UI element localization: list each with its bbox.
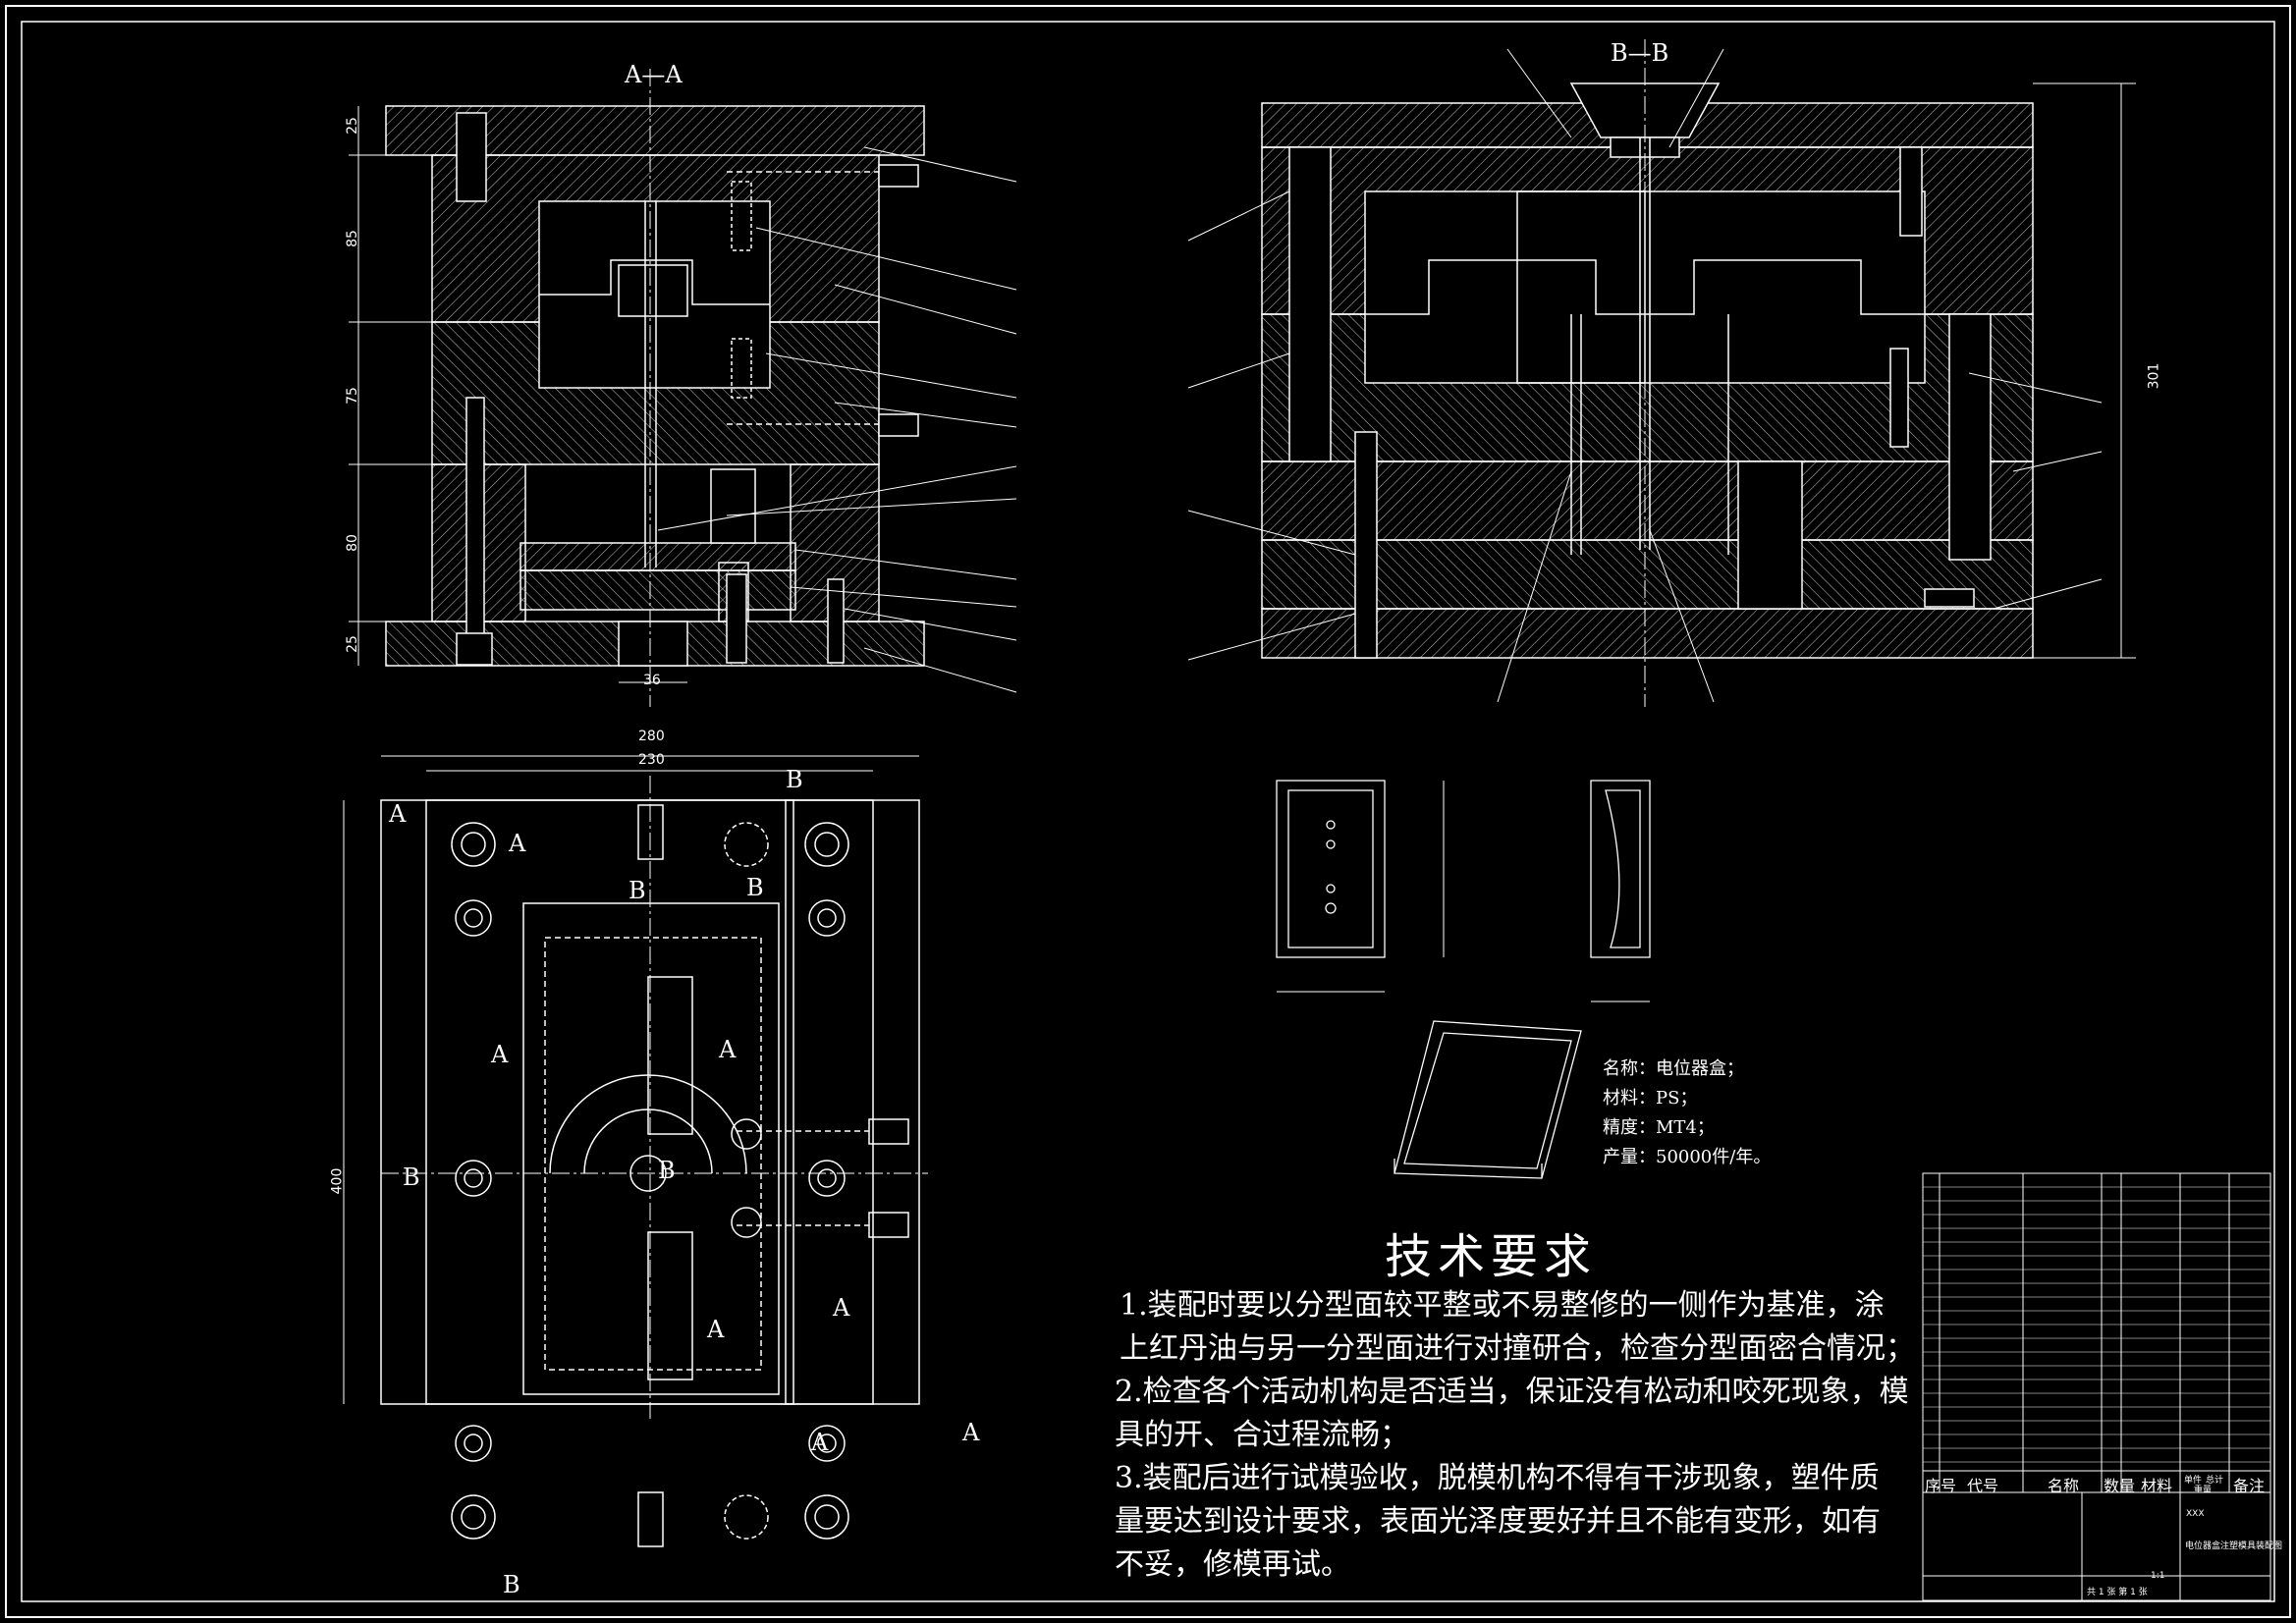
dim-80: 80: [344, 534, 360, 552]
marker-a-2: A: [509, 830, 526, 857]
part-output: 产量：50000件/年。: [1603, 1147, 1772, 1167]
marker-a-5: A: [707, 1316, 725, 1343]
dim-25-bottom: 25: [344, 635, 360, 653]
dim-301: 301: [2146, 362, 2162, 390]
part-material: 材料：PS；: [1603, 1088, 1698, 1109]
marker-a-1: A: [389, 800, 407, 828]
marker-b-1: B: [786, 766, 803, 793]
dim-36: 36: [643, 673, 661, 688]
title-block: [1922, 1172, 2271, 1601]
tb-header-code: 代号: [1967, 1477, 1999, 1495]
outer-frame: [5, 5, 2291, 1618]
tb-header-total: 总计: [2206, 1476, 2224, 1486]
marker-a-3: A: [491, 1041, 509, 1068]
marker-a-7: A: [811, 1429, 829, 1456]
marker-b-3: B: [746, 874, 764, 901]
marker-b-5: B: [658, 1157, 676, 1184]
part-name: 名称：电位器盒；: [1603, 1058, 1744, 1079]
marker-a-4: A: [719, 1036, 737, 1063]
marker-b-6: B: [503, 1571, 520, 1598]
section-label-aa: A—A: [625, 61, 683, 88]
plan-view: [343, 755, 928, 1547]
marker-a-8: A: [962, 1419, 980, 1446]
tb-header-material: 材料: [2141, 1477, 2173, 1495]
tech-requirement-line-3: 2.检查各个活动机构是否适当，保证没有松动和咬死现象，模: [1115, 1375, 1909, 1409]
section-bb-view: [1187, 39, 2136, 707]
marker-b-2: B: [629, 877, 646, 904]
section-label-bb: B—B: [1611, 39, 1669, 67]
section-aa-view: [349, 69, 1017, 707]
tb-sheet: 共 1 张 第 1 张: [2087, 1588, 2148, 1597]
tech-requirement-line-6: 量要达到设计要求，表面光泽度要好并且不能有变形，如有: [1115, 1504, 1881, 1539]
dim-25-top: 25: [344, 117, 360, 135]
dim-400: 400: [329, 1167, 346, 1195]
tb-scale: 1:1: [2151, 1571, 2165, 1581]
tb-header-weight: 重量: [2194, 1486, 2213, 1495]
part-drawings: [1276, 780, 1651, 1179]
tech-requirement-line-1: 1.装配时要以分型面较平整或不易整修的一侧作为基准，涂: [1120, 1288, 1885, 1323]
marker-b-4: B: [403, 1163, 420, 1191]
tb-drawing-title: 电位器盒注塑模具装配图: [2185, 1542, 2283, 1551]
dim-75: 75: [344, 387, 360, 405]
tb-header-seq: 序号: [1925, 1477, 1957, 1495]
tb-header-remark: 备注: [2233, 1477, 2266, 1495]
part-precision: 精度：MT4；: [1603, 1117, 1715, 1138]
dim-230: 230: [638, 752, 665, 768]
tech-requirement-line-4: 具的开、合过程流畅；: [1115, 1418, 1409, 1452]
marker-a-6: A: [833, 1294, 850, 1322]
tech-requirement-line-7: 不妥，修模再试。: [1115, 1547, 1350, 1582]
dim-85: 85: [344, 230, 360, 247]
inner-frame: [21, 21, 2275, 1602]
tb-company: XXX: [2186, 1509, 2205, 1519]
tb-header-unit: 单件: [2184, 1476, 2203, 1486]
tech-requirements-title: 技术要求: [1385, 1229, 1598, 1284]
tech-requirement-line-2: 上红丹油与另一分型面进行对撞研合，检查分型面密合情况；: [1120, 1331, 1915, 1366]
dim-280: 280: [638, 729, 665, 744]
tb-header-qty: 数量: [2104, 1477, 2136, 1495]
tech-requirement-line-5: 3.装配后进行试模验收，脱模机构不得有干涉现象，塑件质: [1115, 1461, 1880, 1495]
tb-header-name: 名称: [2048, 1477, 2080, 1495]
